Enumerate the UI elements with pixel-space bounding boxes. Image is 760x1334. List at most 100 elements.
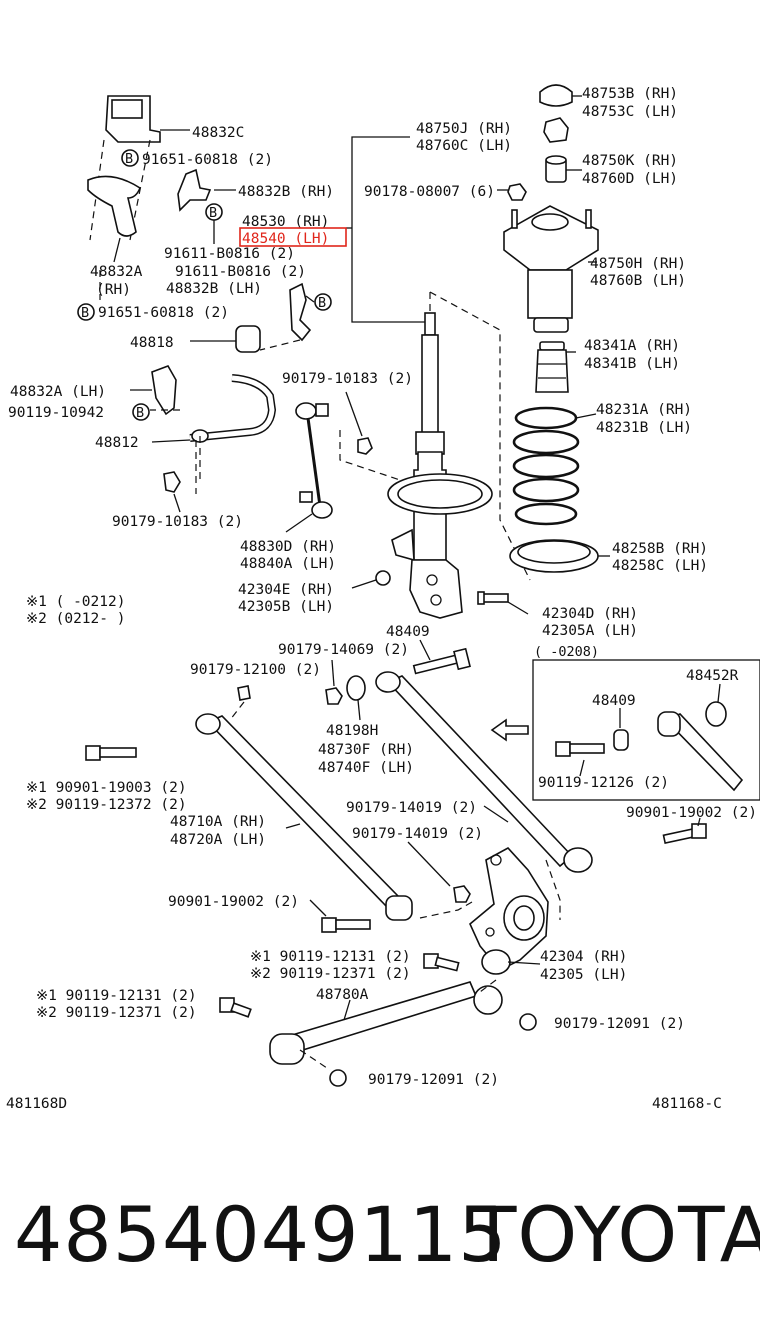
bracket-48832b-rh — [177, 168, 212, 212]
label-note-2: ※2 (0212- ) — [26, 611, 125, 627]
mount-nut — [507, 183, 527, 201]
label-48540: 48540 (LH) — [242, 231, 329, 247]
label-91651-b: 91651-60818 (2) — [98, 305, 229, 321]
label-90119-12126: 90119-12126 (2) — [538, 775, 669, 791]
bolt-b-marker-4: B — [77, 303, 95, 321]
label-42305b: 42305B (LH) — [238, 599, 334, 615]
label-42304d: 42304D (RH) — [542, 606, 638, 622]
label-90901-19002-b: 90901-19002 (2) — [626, 805, 757, 821]
label-90179-10183-a: 90179-10183 (2) — [282, 371, 413, 387]
shock-absorber — [387, 451, 493, 619]
label-90119-12371-b: ※2 90119-12371 (2) — [36, 1005, 197, 1021]
label-48832b-lh: 48832B (LH) — [166, 281, 262, 297]
label-48753b: 48753B (RH) — [582, 86, 678, 102]
label-diagram-id-right: 481168-C — [652, 1096, 722, 1112]
label-48409-a: 48409 — [386, 624, 430, 640]
part-number: 4854049115 — [14, 1190, 508, 1279]
strut-rod — [415, 312, 445, 455]
label-48720a: 48720A (LH) — [170, 832, 266, 848]
mount-cap — [539, 84, 573, 107]
label-90119-12131-b: ※1 90119-12131 (2) — [36, 988, 197, 1004]
label-48832a-lh: 48832A (LH) — [10, 384, 106, 400]
svg-text:B: B — [136, 405, 144, 421]
stabilizer-bar — [189, 374, 277, 443]
label-48341a: 48341A (RH) — [584, 338, 680, 354]
label-0208: ( -0208) — [534, 644, 599, 660]
bolt-90119-12126 — [555, 741, 605, 757]
label-48452r: 48452R — [686, 668, 739, 684]
nut-90179-14019 — [453, 885, 471, 903]
label-90901-19002-a: 90901-19002 (2) — [168, 894, 299, 910]
parts-diagram: B B B B B — [6, 84, 760, 1112]
label-diagram-id-left: 481168D — [6, 1096, 67, 1112]
label-91611-a: 91611-B0816 (2) — [164, 246, 295, 262]
lateral-link-48710a — [195, 713, 413, 921]
bolt-48409 — [412, 647, 471, 675]
label-90179-12091-a: 90179-12091 (2) — [554, 1016, 685, 1032]
bolt-b-marker-3: B — [314, 293, 332, 311]
bolt-b-marker-5: B — [132, 403, 150, 421]
label-48753c: 48753C (LH) — [582, 104, 678, 120]
label-90901-19003: ※1 90901-19003 (2) — [26, 780, 187, 796]
strut-nut — [543, 117, 569, 143]
lateral-link-48730f — [375, 671, 593, 873]
label-48258c: 48258C (LH) — [612, 558, 708, 574]
label-42305: 42305 (LH) — [540, 967, 627, 983]
label-48750h: 48750H (RH) — [590, 256, 686, 272]
spring-insulator — [509, 539, 599, 573]
bushing-48818 — [235, 325, 261, 353]
label-91611-b: 91611-B0816 (2) — [175, 264, 306, 280]
label-90178: 90178-08007 (6) — [364, 184, 495, 200]
upper-bushing — [545, 155, 567, 183]
label-48832a: 48832A — [90, 264, 143, 280]
stabilizer-link — [295, 402, 333, 519]
label-48231a: 48231A (RH) — [596, 402, 692, 418]
trailing-arm-48780a — [269, 981, 503, 1065]
bolt-90901-19002-center — [321, 917, 371, 933]
bolt-90119-12131-center — [423, 953, 460, 972]
label-48258b: 48258B (RH) — [612, 541, 708, 557]
svg-text:B: B — [81, 305, 89, 321]
nut-90179-10183-b — [163, 471, 181, 493]
nut-90179-12091-b — [329, 1069, 347, 1087]
detail-inset-box — [490, 659, 760, 801]
label-note-1: ※1 ( -0212) — [26, 594, 125, 610]
label-90179-14069: 90179-14069 (2) — [278, 642, 409, 658]
bolt-90901-19002-right — [662, 823, 707, 844]
label-90119-12371-a: ※2 90119-12371 (2) — [250, 966, 411, 982]
strut-mount — [503, 205, 599, 333]
bolt-90901-19003 — [85, 745, 137, 761]
label-48760d: 48760D (LH) — [582, 171, 678, 187]
label-48780a: 48780A — [316, 987, 369, 1003]
label-48760c: 48760C (LH) — [416, 138, 512, 154]
label-90179-14019-b: 90179-14019 (2) — [352, 826, 483, 842]
bushing-48409-detail — [613, 729, 629, 751]
label-90119-12372: ※2 90119-12372 (2) — [26, 797, 187, 813]
label-42305a: 42305A (LH) — [542, 623, 638, 639]
bolt-90119-12131-left — [219, 997, 252, 1018]
label-48740f: 48740F (LH) — [318, 760, 414, 776]
label-48750j: 48750J (RH) — [416, 121, 512, 137]
bracket-48832a-lh — [151, 365, 177, 416]
label-48760b: 48760B (LH) — [590, 273, 686, 289]
label-48832c: 48832C — [192, 125, 244, 141]
bushing-48198h — [346, 675, 366, 701]
svg-text:B: B — [318, 295, 326, 311]
bolt-90179-12100 — [237, 685, 251, 701]
bolt-b-marker-2: B — [205, 203, 223, 221]
label-48730f: 48730F (RH) — [318, 742, 414, 758]
label-90179-12091-b: 90179-12091 (2) — [368, 1072, 499, 1088]
rear-axle-carrier — [469, 846, 549, 975]
coil-spring — [512, 406, 580, 526]
label-90119-10942: 90119-10942 — [8, 405, 104, 421]
bracket-48832b-lh — [289, 282, 312, 342]
label-90179-14019-a: 90179-14019 (2) — [346, 800, 477, 816]
label-90179-10183-b: 90179-10183 (2) — [112, 514, 243, 530]
bolt-b-marker-1: B — [121, 149, 139, 167]
highlight-48540: 48540 (LH) — [239, 227, 347, 247]
footer: 4854049115 TOYOTA — [0, 1180, 760, 1290]
label-48832a-rh: (RH) — [96, 282, 131, 298]
label-91651-a: 91651-60818 (2) — [142, 152, 273, 168]
bracket-48832a-rh — [87, 175, 141, 237]
bushing-48452r — [705, 701, 727, 727]
